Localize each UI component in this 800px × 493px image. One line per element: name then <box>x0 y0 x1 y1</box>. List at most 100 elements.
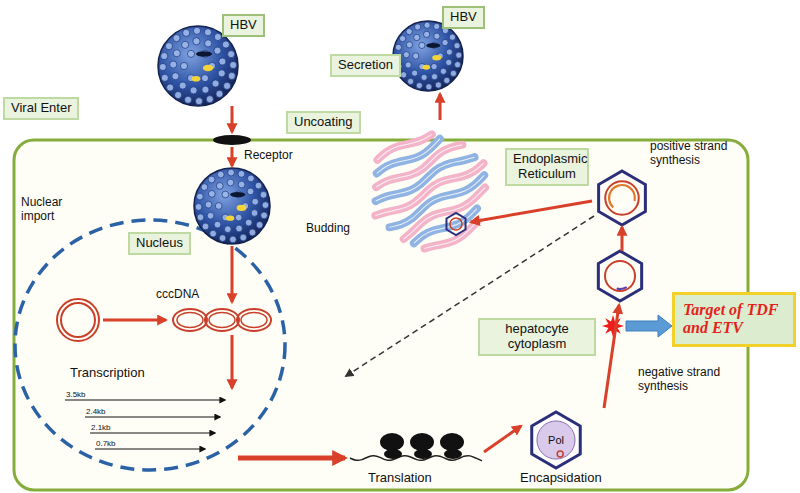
art-circle <box>446 49 452 55</box>
art-ellipse <box>384 449 402 459</box>
node-text: Uncoating <box>294 115 353 130</box>
art-circle <box>196 193 203 200</box>
art-circle <box>413 53 419 59</box>
art-ellipse <box>426 43 440 48</box>
art-circle <box>217 171 224 178</box>
node-text: Target of TDF and ETV <box>683 301 785 338</box>
transcript-size: 3.5kb <box>66 390 86 399</box>
art-circle <box>205 40 212 47</box>
process-label: Nuclear import <box>20 196 74 224</box>
node-text: Endoplasmic Reticulum <box>513 152 581 182</box>
art-ellipse <box>230 192 245 197</box>
art-circle <box>454 62 460 68</box>
art-circle <box>206 96 213 103</box>
art-circle <box>405 62 411 68</box>
art-circle <box>195 204 202 211</box>
art-circle <box>454 43 460 49</box>
flow-arrow <box>604 305 619 408</box>
process-label: positive strand synthesis <box>650 140 730 168</box>
capsid-hexagon <box>446 213 465 235</box>
art-circle <box>537 421 575 459</box>
art-circle <box>228 169 235 176</box>
receptor-symbol <box>213 135 251 145</box>
node-text: Nucleus <box>136 236 183 251</box>
art-circle <box>446 59 452 65</box>
art-circle <box>197 214 204 221</box>
art-ellipse <box>410 433 434 451</box>
structure-label: cccDNA <box>156 288 199 302</box>
transcript-line <box>95 449 205 450</box>
art-circle <box>214 33 221 40</box>
node-text: HBV <box>450 10 477 25</box>
art-circle <box>256 221 263 228</box>
art-ellipse <box>440 433 464 451</box>
art-circle <box>210 230 217 237</box>
art-circle <box>182 41 189 48</box>
art-circle <box>222 191 229 198</box>
flow-arrow <box>103 319 166 322</box>
art-ellipse <box>192 76 201 82</box>
art-circle <box>216 182 223 189</box>
art-circle <box>415 24 421 30</box>
art-circle <box>251 210 258 217</box>
art-circle <box>224 226 231 233</box>
art-circle <box>262 202 269 209</box>
cccdna-chain <box>173 309 207 331</box>
art-circle <box>214 221 221 228</box>
art-circle <box>227 179 234 186</box>
art-circle <box>230 236 237 243</box>
art-circle <box>414 34 420 40</box>
virus-tag: HBV <box>222 14 265 37</box>
target-pointer <box>626 315 672 337</box>
art-circle <box>406 28 412 34</box>
art-circle <box>214 47 221 54</box>
art-circle <box>202 86 209 93</box>
art-circle <box>194 168 270 244</box>
art-circle <box>238 170 245 177</box>
cell-membrane <box>14 140 748 490</box>
art-polygon <box>446 213 465 235</box>
art-circle <box>195 98 202 105</box>
art-circle <box>557 451 563 457</box>
art-circle <box>175 91 182 98</box>
virus-tag: HBV <box>442 6 485 29</box>
art-circle <box>247 175 254 182</box>
transcript-size: 2.4kb <box>86 407 106 416</box>
art-path <box>608 184 636 208</box>
art-circle <box>235 214 242 221</box>
capsid-hexagon <box>599 171 646 225</box>
art-circle <box>222 41 229 48</box>
art-circle <box>165 43 172 50</box>
art-circle <box>393 21 463 91</box>
art-circle <box>424 22 430 28</box>
art-circle <box>400 72 406 78</box>
process-label: negative strand synthesis <box>638 366 730 394</box>
flow-arrow <box>621 227 624 251</box>
art-circle <box>395 44 401 50</box>
art-circle <box>399 35 405 41</box>
art-circle <box>208 176 215 183</box>
art-circle <box>228 51 235 58</box>
art-circle <box>434 23 440 29</box>
art-g <box>380 433 464 459</box>
drug-target-star <box>602 315 624 337</box>
endoplasmic-reticulum-art <box>351 114 509 268</box>
protein-label: Pol <box>548 434 564 447</box>
node-text: Viral Enter <box>11 101 71 116</box>
art-circle <box>230 61 237 68</box>
art-circle <box>223 82 230 89</box>
art-circle <box>184 96 191 103</box>
art-circle <box>183 29 190 36</box>
art-circle <box>419 42 425 48</box>
art-circle <box>407 78 413 84</box>
cccdna-ring <box>61 303 95 337</box>
art-circle <box>172 73 179 80</box>
flow-arrow <box>238 456 345 461</box>
art-circle <box>167 84 174 91</box>
compartment-tag: Endoplasmic Reticulum <box>505 148 589 186</box>
cccdna-chain <box>205 309 239 331</box>
node-text: HBV <box>230 18 257 33</box>
flow-arrow <box>231 246 234 302</box>
art-circle <box>245 219 252 226</box>
art-ellipse <box>237 205 247 211</box>
